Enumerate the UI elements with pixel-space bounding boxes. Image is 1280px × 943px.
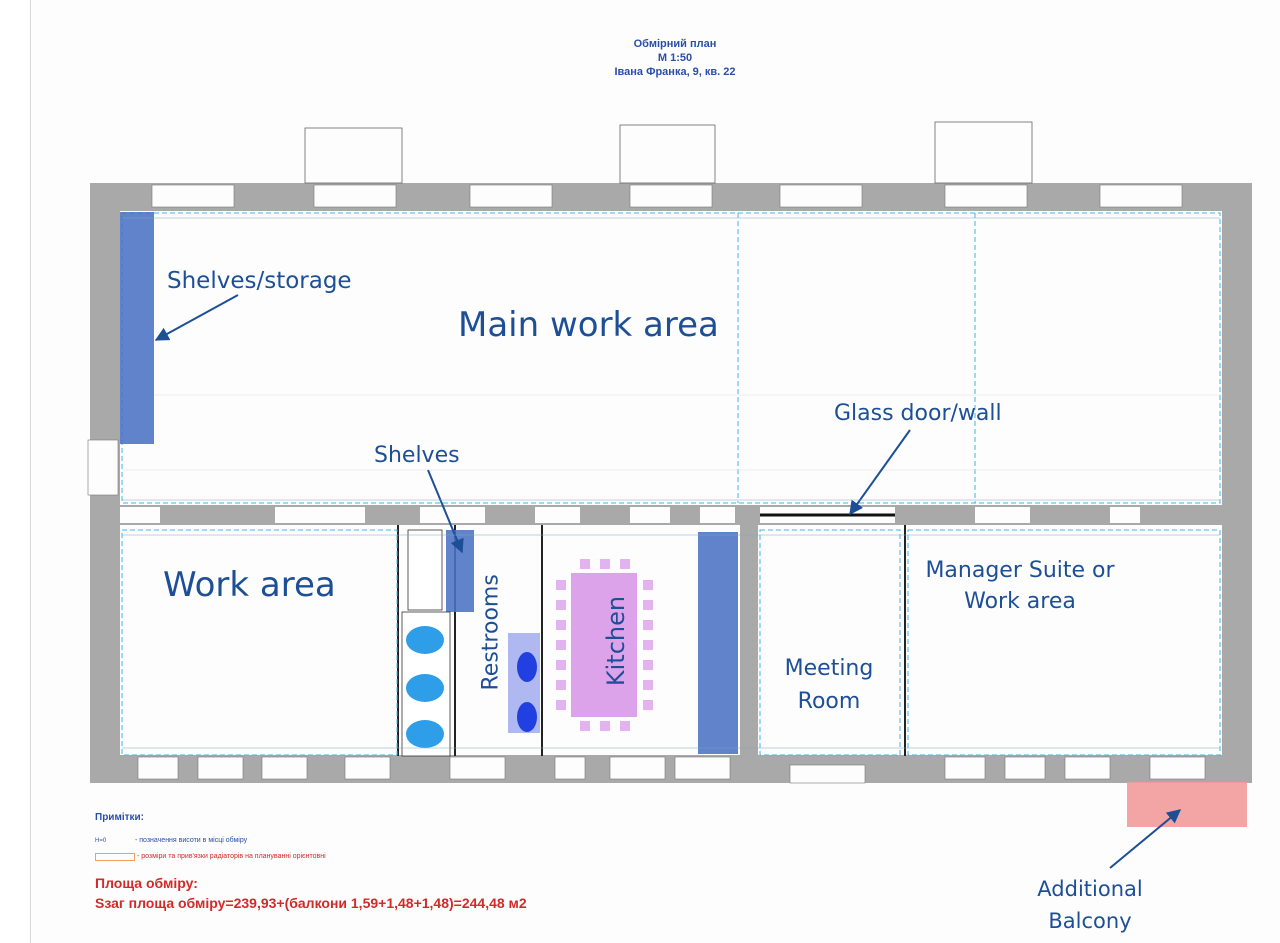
legend-height-text: - позначення висоти в місці обміру xyxy=(134,837,248,844)
closet xyxy=(407,529,443,611)
manager-suite-label: Manager Suite or Work area xyxy=(925,558,1115,614)
glass-door-label: Glass door/wall xyxy=(834,401,1002,426)
middle-wall-openings xyxy=(120,507,1140,523)
work-area-label: Work area xyxy=(163,565,336,605)
kitchen-label: Kitchen xyxy=(602,595,630,687)
title-line-3: Івана Франка, 9, кв. 22 xyxy=(614,66,736,78)
title-line-1: Обмірний план xyxy=(633,38,717,50)
arrow-icon xyxy=(154,294,1182,869)
legend-height: H=0 - позначення висоти в місці обміру xyxy=(95,837,247,844)
bottom-window-openings xyxy=(137,756,1206,784)
faint-grid xyxy=(122,394,1220,471)
meeting-room-label: Meeting Room xyxy=(784,656,874,714)
shelves-block xyxy=(446,530,474,612)
toilet-icon xyxy=(401,611,451,757)
kitchen-table xyxy=(556,559,653,731)
plan-title: Обмірний план М 1:50 Івана Франка, 9, кв… xyxy=(555,37,795,79)
dimension-ticks xyxy=(122,217,1220,749)
kitchen-shelves-block xyxy=(698,532,738,754)
title-line-2: М 1:50 xyxy=(657,52,693,64)
shelves-label: Shelves xyxy=(374,443,460,468)
main-work-area-label: Main work area xyxy=(458,305,719,345)
dashed-zone-lines xyxy=(121,212,1221,756)
additional-balcony-label: Additional Balcony xyxy=(1037,877,1143,933)
balconies xyxy=(304,121,1033,184)
notes-heading: Примітки: xyxy=(95,812,144,823)
area-heading: Площа обміру: xyxy=(95,875,198,891)
side-entry xyxy=(87,439,119,496)
floor-plan-page xyxy=(30,0,1280,943)
additional-balcony-block xyxy=(1127,782,1247,827)
restrooms-label: Restrooms xyxy=(478,574,504,691)
meeting-room-wall xyxy=(740,525,758,757)
shelves-storage-label: Shelves/storage xyxy=(167,268,352,294)
legend-radiator: - розміри та прив'язки радіаторів на пла… xyxy=(95,853,326,861)
top-window-openings xyxy=(151,184,1183,208)
area-total: Sзаг площа обміру=239,93+(балкони 1,59+1… xyxy=(95,895,527,911)
legend-radiator-swatch xyxy=(95,853,135,861)
shelves-storage-block xyxy=(120,212,154,444)
legend-height-swatch: H=0 xyxy=(95,838,107,844)
sink-icon xyxy=(508,633,540,733)
legend-radiator-text: - розміри та прив'язки радіаторів на пла… xyxy=(136,853,326,860)
